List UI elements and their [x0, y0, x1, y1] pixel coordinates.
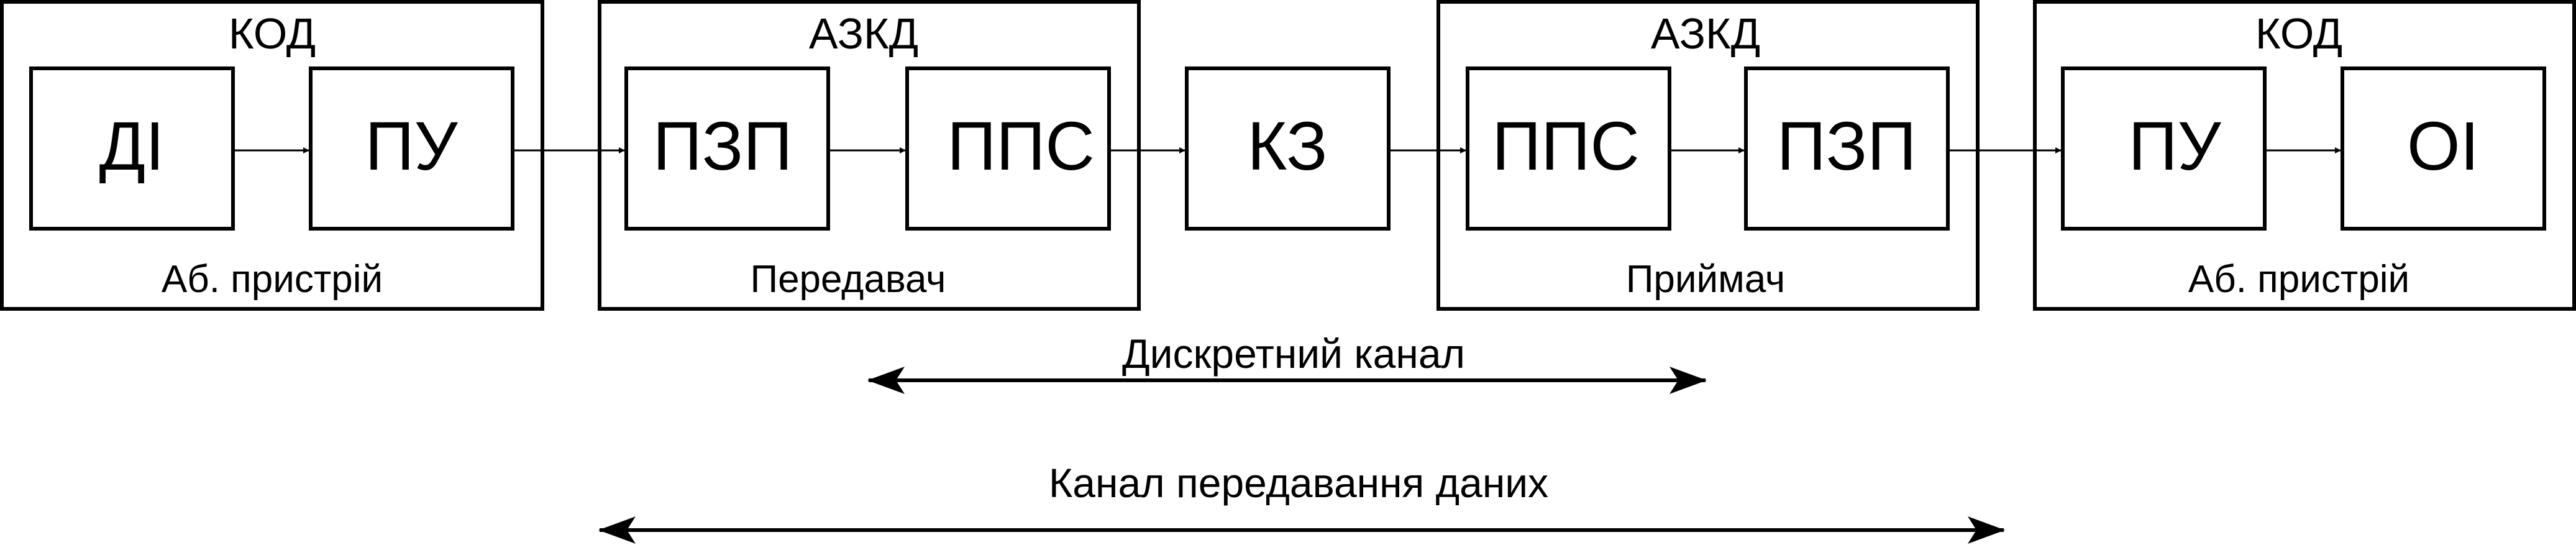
group-kod-sink-caption: Аб. пристрій: [2188, 258, 2409, 301]
group-kod-source-frame: [0, 0, 544, 311]
group-azkd-tx-frame: [598, 0, 1141, 311]
block-pps-tx-label: ППС: [947, 108, 1095, 185]
span-discrete-channel-label: Дискретний канал: [1122, 331, 1465, 377]
group-kod-sink-frame: [2033, 0, 2576, 311]
span-data-channel-label: Канал передавання даних: [1049, 460, 1548, 506]
block-pzp-tx-label: ПЗП: [653, 108, 793, 185]
block-pu-source: [309, 66, 514, 231]
block-pps-rx-label: ППС: [1492, 108, 1640, 185]
group-kod-source-caption: Аб. пристрій: [162, 258, 383, 301]
group-azkd-rx-caption: Приймач: [1626, 258, 1785, 301]
block-di: [29, 66, 235, 231]
group-azkd-tx-caption: Передавач: [751, 258, 946, 301]
block-kz-group: КЗ: [1185, 66, 1391, 231]
block-pu-source-label: ПУ: [365, 108, 459, 185]
group-azkd-tx-title: АЗКД: [809, 9, 918, 58]
group-kod-source-title: КОД: [229, 9, 316, 58]
block-pzp-tx: [624, 66, 830, 231]
block-oi: [2341, 66, 2546, 231]
group-azkd-rx-frame: [1436, 0, 1980, 311]
block-oi-label: ОІ: [2407, 108, 2479, 185]
block-pu-sink: [2061, 66, 2267, 231]
block-pu-sink-label: ПУ: [2129, 108, 2222, 185]
block-kz: [1185, 66, 1391, 231]
block-di-label: ДІ: [99, 108, 164, 185]
group-kod-sink-title: КОД: [2255, 9, 2342, 58]
group-azkd-rx-title: АЗКД: [1651, 9, 1760, 58]
block-pps-rx: [1466, 66, 1671, 231]
group-kod-sink: КОД Аб. пристрій ПУ ОІ: [2033, 0, 2576, 311]
block-pps-tx: [905, 66, 1111, 231]
block-pzp-rx-label: ПЗП: [1777, 108, 1917, 185]
block-pzp-rx: [1744, 66, 1950, 231]
group-azkd-tx: АЗКД Передавач ПЗП ППС: [598, 0, 1141, 311]
group-azkd-rx: АЗКД Приймач ППС ПЗП: [1436, 0, 1980, 311]
span-data-channel: Канал передавання даних: [598, 460, 2005, 544]
group-kod-source: КОД Аб. пристрій ДІ ПУ: [0, 0, 544, 311]
block-kz-label: КЗ: [1247, 108, 1327, 185]
span-discrete-channel: Дискретний канал: [867, 331, 1707, 394]
